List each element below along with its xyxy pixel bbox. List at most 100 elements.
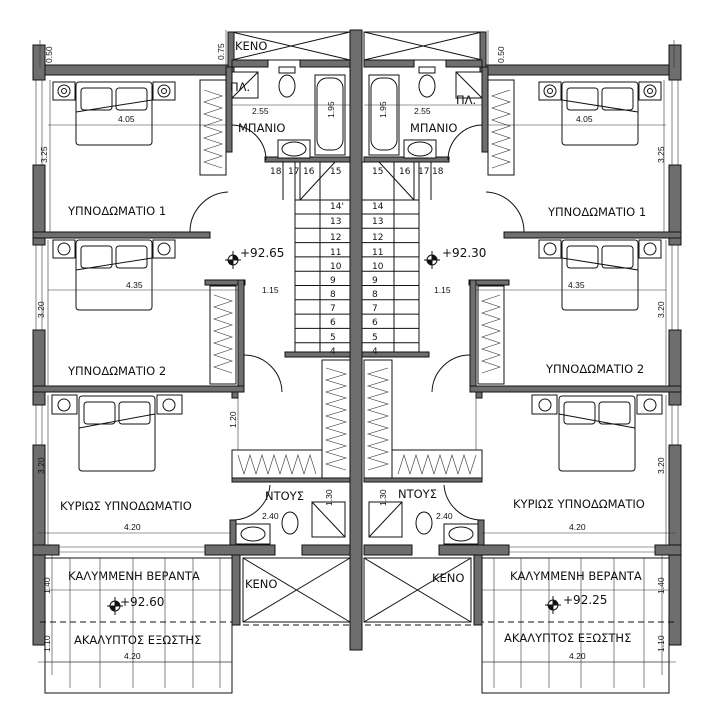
- level-marker-icon: [424, 251, 440, 269]
- dimension-label: 4.20: [569, 651, 586, 661]
- elevation-label: +92.60: [120, 595, 164, 609]
- dimension-label: 0.50: [496, 46, 506, 63]
- dimension-label: 2.55: [252, 106, 269, 116]
- dimension-label: 3.20: [36, 457, 46, 474]
- stair-step-number: 10: [330, 262, 342, 272]
- dimension-label: 4.20: [124, 522, 141, 532]
- stair-step-number: 6: [372, 318, 378, 328]
- room-label-bedroom1: ΥΠΝΟΔΩΜΑΤΙΟ 1: [547, 205, 646, 219]
- wall-bed1-bed2: [32, 231, 211, 239]
- room-label-void: ΚΕΝΟ: [235, 39, 267, 53]
- dimension-label: 2.55: [414, 106, 431, 116]
- dimension-label: 1.40: [42, 577, 52, 594]
- dimension-label: 3.20: [36, 301, 46, 318]
- stair-step-number: 12: [372, 233, 383, 243]
- dimension-label: 3.25: [656, 146, 666, 163]
- wall-outer: [32, 164, 46, 246]
- left-unit-drawing: [32, 30, 353, 694]
- dimension-label: 4.20: [124, 651, 141, 661]
- level-marker-icon: [107, 597, 123, 615]
- stair-step-number: 6: [330, 318, 336, 328]
- stair-step-number: 8: [330, 290, 336, 300]
- stair-step-number: 16: [303, 167, 315, 177]
- room-label-terrace: ΑΚΑΛΥΠΤΟΣ ΕΞΩΣΤΗΣ: [504, 631, 631, 645]
- stair-step-number: 14': [330, 202, 344, 212]
- stair-step-number: 14: [372, 202, 384, 212]
- stair-step-number: 11: [330, 248, 341, 258]
- level-marker-icon: [545, 596, 561, 614]
- stair-step-number: 9: [372, 276, 378, 286]
- dimension-label: 1.15: [434, 285, 451, 295]
- room-label-bedroom1: ΥΠΝΟΔΩΜΑΤΙΟ 1: [67, 204, 166, 218]
- window: [35, 80, 43, 445]
- dimension-label: 2.40: [262, 511, 279, 521]
- stair-step-number: 4: [372, 347, 378, 357]
- dimension-label: 1.40: [656, 577, 666, 594]
- wardrobe: [199, 79, 227, 176]
- stair-step-number: 13: [330, 217, 341, 227]
- wardrobe: [209, 285, 237, 385]
- room-label-terrace: ΑΚΑΛΥΠΤΟΣ ΕΞΩΣΤΗΣ: [74, 633, 201, 647]
- dimension-label: 2.40: [436, 511, 453, 521]
- dimension-label: 1.95: [378, 101, 388, 118]
- stair-step-number: 5: [372, 333, 378, 343]
- stair-step-number: 16: [399, 167, 411, 177]
- toilet: [281, 511, 299, 535]
- stair-step-number: 7: [372, 304, 378, 314]
- room-label-linen: ΠΛ.: [456, 93, 476, 107]
- dimension-label: 0.50: [44, 46, 54, 63]
- dimension-label: 4.35: [126, 280, 143, 290]
- room-label-master: ΚΥΡΙΩΣ ΥΠΝΟΔΩΜΑΤΙΟ: [513, 497, 645, 511]
- room-label-shower: ΝΤΟΥΣ: [398, 487, 437, 501]
- dimension-label: 1.15: [262, 285, 279, 295]
- room-label-veranda: ΚΑΛΥΜΜΕΝΗ ΒΕΡΑΝΤΑ: [510, 569, 642, 583]
- dimension-label: 1.10: [656, 635, 666, 652]
- bed: [51, 394, 183, 472]
- room-label-bedroom2: ΥΠΝΟΔΩΜΑΤΙΟ 2: [67, 364, 166, 378]
- dimension-label: 0.75: [216, 43, 226, 60]
- dimension-lines: [38, 30, 350, 675]
- room-label-bathroom: ΜΠΑΝΙΟ: [238, 121, 285, 135]
- dimension-label: 3.20: [656, 301, 666, 318]
- room-label-void: ΚΕΝΟ: [432, 571, 464, 585]
- dimension-label: 4.35: [568, 280, 585, 290]
- wall-top: [32, 64, 233, 76]
- room-label-shower: ΝΤΟΥΣ: [265, 489, 304, 503]
- stair-step-number: 8: [372, 290, 378, 300]
- room-label-bathroom: ΜΠΑΝΙΟ: [410, 121, 457, 135]
- toilet: [278, 74, 296, 98]
- level-marker-icon: [225, 251, 241, 269]
- bed: [52, 239, 176, 311]
- stair-step-number: 11: [372, 248, 383, 258]
- room-label-veranda: ΚΑΛΥΜΜΕΝΗ ΒΕΡΑΝΤΑ: [68, 569, 200, 583]
- dimension-label: 4.05: [576, 114, 593, 124]
- stair-step-number: 7: [330, 304, 336, 314]
- stair-step-number: 12: [330, 233, 341, 243]
- stair-step-number: 5: [330, 333, 336, 343]
- dimension-label: 4.20: [569, 522, 586, 532]
- room-label-bedroom2: ΥΠΝΟΔΩΜΑΤΙΟ 2: [545, 362, 644, 376]
- wall-outer: [32, 44, 46, 81]
- bed: [52, 81, 176, 146]
- room-label-linen: ΠΛ.: [230, 80, 250, 94]
- elevation-label: +92.65: [240, 246, 284, 260]
- stair-step-number: 18: [432, 167, 444, 177]
- wall-bed2: [237, 279, 245, 393]
- room-label-master: ΚΥΡΙΩΣ ΥΠΝΟΔΩΜΑΤΙΟ: [60, 499, 192, 513]
- stair-step-number: 18: [270, 167, 282, 177]
- stair-step-number: 4: [330, 347, 336, 357]
- stair-step-number: 15: [330, 167, 341, 177]
- dimension-label: 1.30: [324, 489, 334, 506]
- wall-outer: [32, 329, 46, 406]
- elevation-label: +92.25: [563, 593, 607, 607]
- dimension-label: 1.10: [42, 635, 52, 652]
- dimension-label: 3.25: [39, 146, 49, 163]
- room-label-void: ΚΕΝΟ: [245, 577, 277, 591]
- dimension-label: 1.30: [378, 489, 388, 506]
- stair-step-number: 17: [288, 167, 299, 177]
- dimension-label: 1.95: [326, 101, 336, 118]
- stair-step-number: 9: [330, 276, 336, 286]
- dimension-label: 1.20: [228, 411, 238, 428]
- party-wall: [349, 29, 363, 651]
